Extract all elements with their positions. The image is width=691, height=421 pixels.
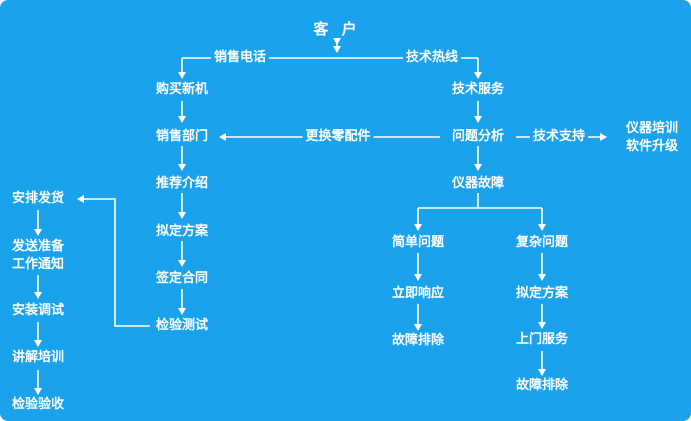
node-install-debug: 安装调试 [11,303,65,318]
node-ship-prep-line1: 发送准备 [11,239,65,254]
node-buy-new: 购买新机 [155,82,209,97]
node-tech-support: 技术支持 [529,129,589,145]
node-problem-analysis: 问题分析 [451,129,505,144]
node-complex-problem: 复杂问题 [515,235,569,250]
arrow-inspect-to-shipment [77,195,150,327]
node-customer: 客 户 [313,20,361,38]
node-troubleshoot-b: 故障排除 [515,378,569,393]
node-inspect-acceptance: 检验验收 [11,397,65,412]
node-troubleshoot-a: 故障排除 [391,333,445,348]
node-arrange-shipment: 安排发货 [11,191,65,206]
node-draft-plan-left: 拟定方案 [155,224,209,239]
node-instrument-training: 仪器培训 [625,121,679,136]
node-ship-prep: 发送准备 工作通知 [12,238,64,274]
node-inspect-test: 检验测试 [155,318,209,333]
node-draft-plan-right: 拟定方案 [515,286,569,301]
node-sign-contract: 签定合同 [155,271,209,286]
node-tech-hotline: 技术热线 [402,50,462,66]
node-recommend-intro: 推荐介绍 [155,176,209,191]
node-software-upgrade: 软件升级 [625,139,679,154]
node-immediate-response: 立即响应 [391,286,445,301]
node-replace-parts: 更换零配件 [302,129,374,145]
node-simple-problem: 简单问题 [391,235,445,250]
node-sales-dept: 销售部门 [155,129,209,144]
node-onsite-service: 上门服务 [515,332,569,347]
node-instrument-fault: 仪器故障 [451,176,505,191]
node-ship-prep-line2: 工作通知 [11,257,65,272]
node-training-upgrade: 仪器培训 软件升级 [626,120,678,156]
node-sales-phone: 销售电话 [210,50,270,66]
node-explain-training: 讲解培训 [11,350,65,365]
node-tech-service: 技术服务 [451,82,505,97]
